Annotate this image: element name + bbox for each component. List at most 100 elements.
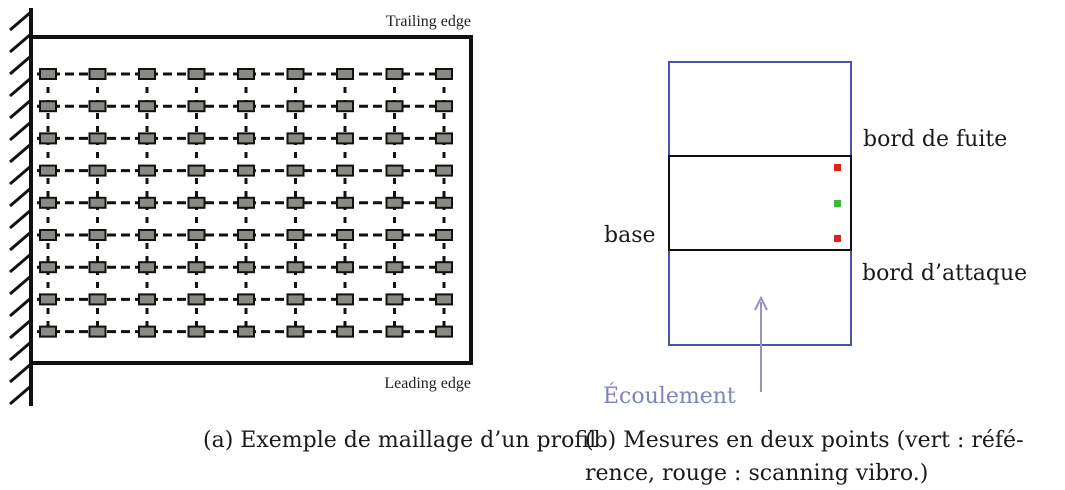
- hatch-line: [9, 76, 32, 98]
- mesh-node: [187, 261, 206, 274]
- mesh-node: [435, 68, 453, 80]
- mesh-node: [237, 68, 255, 80]
- clamp-hatching: [9, 10, 32, 406]
- mesh-node: [286, 196, 305, 209]
- mesh-node: [88, 293, 107, 306]
- mesh-node: [88, 100, 107, 113]
- mesh-node: [39, 100, 57, 113]
- hatch-line: [9, 318, 32, 340]
- mesh-node: [88, 68, 107, 80]
- mesh-node: [187, 196, 206, 209]
- measurement-point-red: [834, 235, 841, 242]
- hatch-line: [9, 340, 32, 362]
- hatch-line: [9, 186, 32, 208]
- mesh-node: [336, 325, 354, 338]
- mesh-node: [286, 293, 305, 306]
- measurement-point-green: [834, 200, 841, 207]
- mesh-node: [336, 164, 354, 177]
- mesh-node: [187, 100, 206, 113]
- mesh-node: [39, 164, 57, 177]
- mesh-node: [435, 229, 453, 241]
- mesh-node: [336, 229, 354, 241]
- hatch-line: [9, 296, 32, 318]
- trailing-edge-label: Trailing edge: [386, 13, 471, 30]
- hatch-line: [9, 10, 32, 32]
- mesh-node: [435, 100, 453, 113]
- mesh-node: [385, 293, 404, 306]
- blade-outline: [29, 35, 473, 365]
- mesh-node: [385, 68, 404, 80]
- mesh-node: [336, 68, 354, 80]
- mesh-node: [385, 229, 404, 241]
- mesh-node: [39, 132, 57, 145]
- mesh-node: [187, 68, 206, 80]
- mesh-node: [88, 164, 107, 177]
- hatch-line: [9, 252, 32, 274]
- base-region: [668, 155, 852, 251]
- mesh-node: [237, 293, 255, 306]
- hatch-line: [9, 274, 32, 296]
- mesh-node: [385, 100, 404, 113]
- hatch-line: [9, 384, 32, 406]
- mesh-node: [286, 164, 305, 177]
- mesh-node: [237, 196, 255, 209]
- mesh-node: [138, 229, 156, 241]
- trailing-edge-label-fr: bord de fuite: [863, 127, 1007, 152]
- mesh-node: [39, 325, 57, 338]
- caption-b-line2: rence, rouge : scanning vibro.): [585, 461, 929, 486]
- mesh-node: [88, 229, 107, 241]
- mesh-node: [286, 325, 305, 338]
- mesh-node: [138, 293, 156, 306]
- hatch-line: [9, 208, 32, 230]
- hatch-line: [9, 230, 32, 252]
- hatch-line: [9, 32, 32, 54]
- mesh-node: [286, 261, 305, 274]
- mesh-node: [237, 164, 255, 177]
- mesh-node: [187, 293, 206, 306]
- flow-arrow: [754, 295, 768, 392]
- panel-b-measurement: bord de fuite bord d’attaque base Écoule…: [603, 61, 1027, 409]
- mesh-node: [385, 196, 404, 209]
- mesh-node: [286, 100, 305, 113]
- hatch-line: [9, 362, 32, 384]
- mesh-node: [385, 325, 404, 338]
- mesh-node: [336, 293, 354, 306]
- measurement-point-red: [834, 164, 841, 171]
- hatch-line: [9, 164, 32, 186]
- mesh-node: [187, 229, 206, 241]
- base-label: base: [604, 223, 656, 248]
- mesh-node: [39, 293, 57, 306]
- mesh-node: [336, 196, 354, 209]
- mesh-node: [336, 100, 354, 113]
- mesh-node: [435, 196, 453, 209]
- mesh-node: [237, 261, 255, 274]
- mesh-node: [435, 132, 453, 145]
- mesh-node: [88, 132, 107, 145]
- panel-a-mesh: Trailing edge Leading edge: [9, 8, 473, 406]
- mesh-node: [138, 100, 156, 113]
- mesh-node: [336, 261, 354, 274]
- mesh-node: [237, 132, 255, 145]
- mesh-node: [385, 261, 404, 274]
- mesh-grid: [37, 68, 454, 338]
- mesh-node: [286, 132, 305, 145]
- mesh-node: [435, 325, 453, 338]
- mesh-node: [88, 261, 107, 274]
- mesh-node: [336, 132, 354, 145]
- mesh-node: [435, 261, 453, 274]
- mesh-node: [88, 196, 107, 209]
- mesh-node: [138, 164, 156, 177]
- mesh-node: [237, 100, 255, 113]
- mesh-node: [187, 325, 206, 338]
- hatch-line: [9, 98, 32, 120]
- mesh-node: [39, 196, 57, 209]
- mesh-node: [39, 229, 57, 241]
- mesh-node: [385, 132, 404, 145]
- mesh-node: [187, 164, 206, 177]
- mesh-node: [237, 325, 255, 338]
- mesh-node: [435, 293, 453, 306]
- mesh-node: [237, 229, 255, 241]
- caption-b: (b) Mesures en deux points (vert : réfé-…: [585, 424, 1055, 490]
- caption-b-line1: (b) Mesures en deux points (vert : réfé-: [585, 428, 1024, 453]
